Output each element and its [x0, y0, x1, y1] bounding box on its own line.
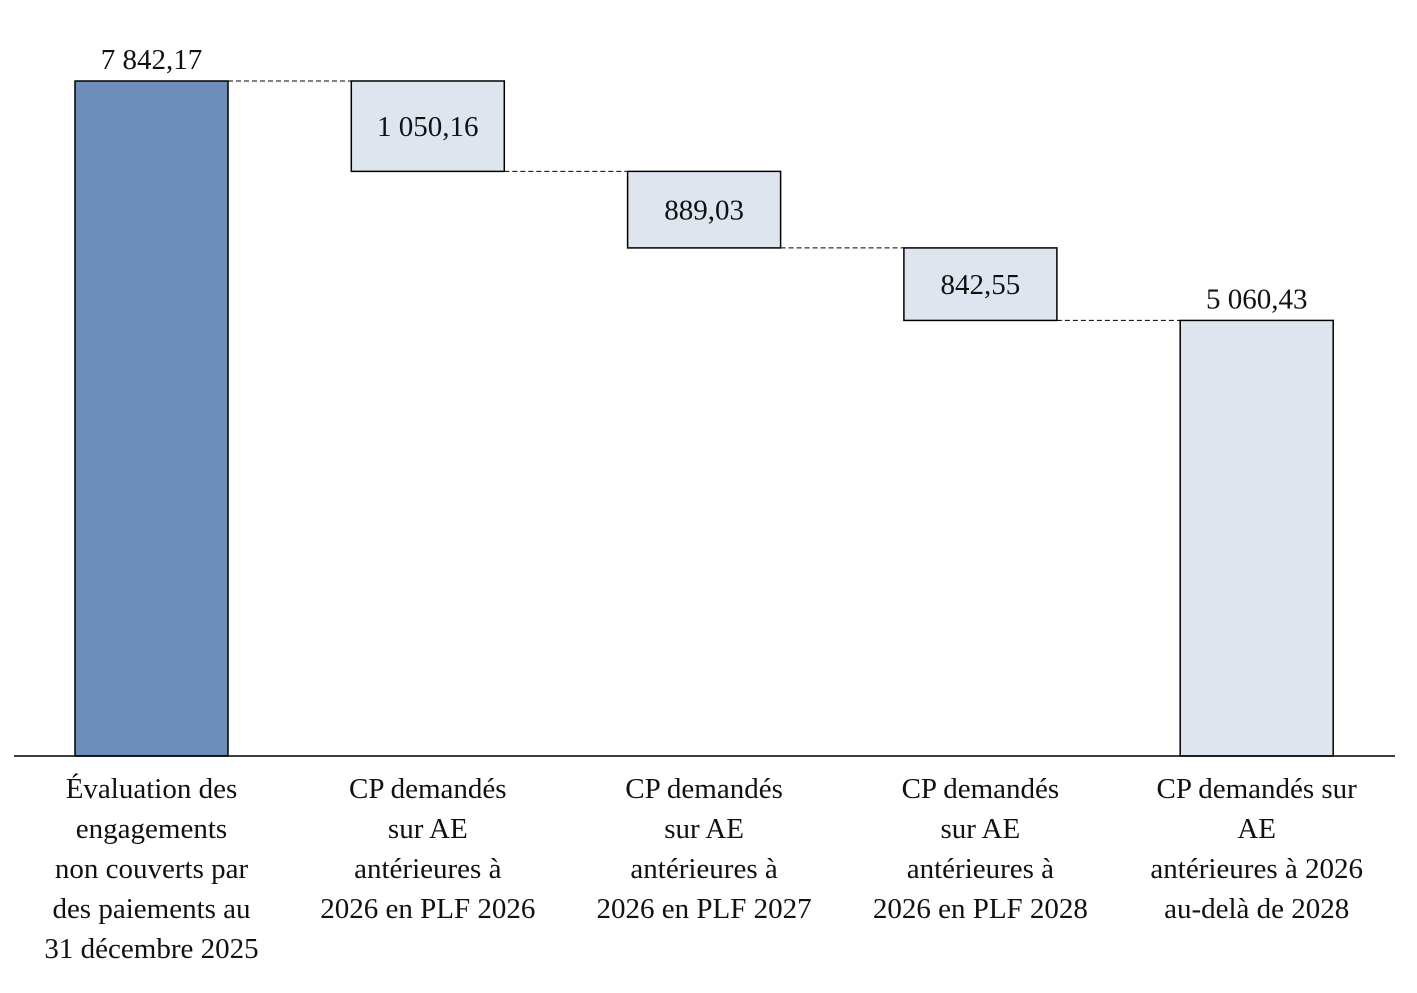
category-label-3-line-0: CP demandés	[902, 773, 1060, 805]
category-label-2-line-3: 2026 en PLF 2027	[597, 893, 812, 925]
category-label-0-line-2: non couverts par	[55, 853, 249, 885]
category-label-3-line-2: antérieures à	[907, 853, 1054, 885]
category-label-1-line-1: sur AE	[388, 813, 468, 845]
data-label-2: 889,03	[664, 195, 744, 227]
bar-1	[350, 80, 506, 173]
category-label-2-line-0: CP demandés	[625, 773, 783, 805]
category-label-2-line-2: antérieures à	[630, 853, 777, 885]
category-label-1-line-3: 2026 en PLF 2026	[320, 893, 535, 925]
bar-2	[626, 170, 782, 249]
bar-4	[1179, 319, 1334, 757]
category-label-3-line-1: sur AE	[941, 813, 1021, 845]
data-label-3: 842,55	[941, 269, 1021, 301]
category-label-0-line-3: des paiements au	[52, 893, 250, 925]
category-label-1-line-2: antérieures à	[354, 853, 501, 885]
bar-0	[74, 80, 229, 757]
category-label-4-line-3: au-delà de 2028	[1164, 893, 1349, 925]
data-label-1: 1 050,16	[377, 111, 479, 143]
data-label-4: 5 060,43	[1206, 283, 1308, 315]
data-label-0: 7 842,17	[101, 44, 203, 76]
category-label-0-line-1: engagements	[76, 813, 227, 845]
category-label-4-line-2: antérieures à 2026	[1150, 853, 1363, 885]
category-label-4-line-1: AE	[1237, 813, 1276, 845]
category-label-3-line-3: 2026 en PLF 2028	[873, 893, 1088, 925]
category-label-0-line-4: 31 décembre 2025	[44, 933, 258, 965]
bar-3	[903, 247, 1058, 322]
category-label-2-line-1: sur AE	[664, 813, 744, 845]
category-label-4-line-0: CP demandés sur	[1157, 773, 1358, 805]
category-label-0-line-0: Évaluation des	[66, 772, 238, 805]
category-label-1-line-0: CP demandés	[349, 773, 507, 805]
